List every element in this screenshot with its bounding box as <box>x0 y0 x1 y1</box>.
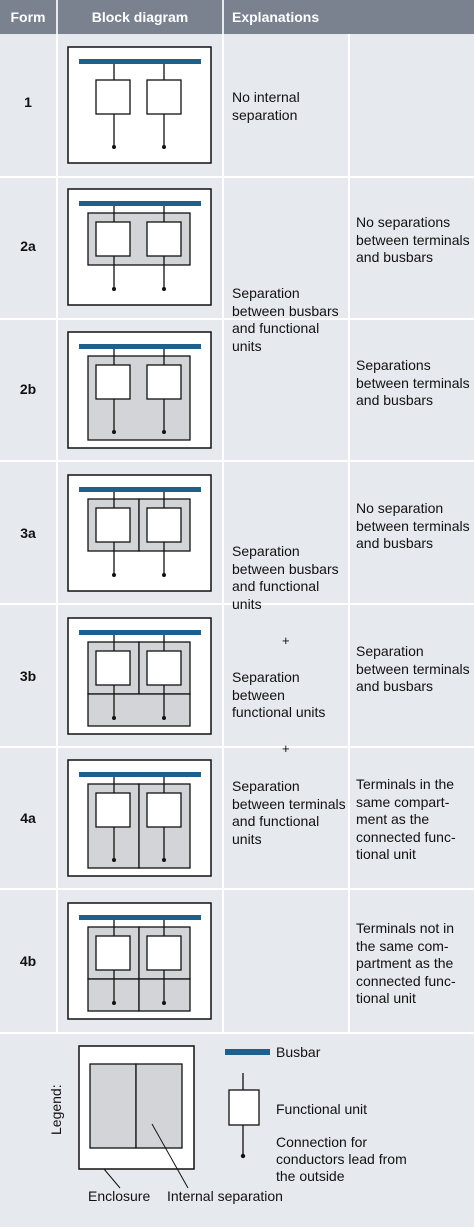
diagram-form-1 <box>67 46 212 164</box>
legend-enclosure-label: Enclosure <box>88 1188 151 1204</box>
legend-functional-unit-label: Functional unit <box>276 1101 368 1117</box>
row-divider <box>0 318 474 320</box>
row-divider <box>0 888 474 890</box>
explanation-terminals-functional-units: Separation between terminals and functio… <box>232 778 346 847</box>
form-label-4a: 4a <box>20 810 36 826</box>
explanation-form-4b: Terminals not in the same com- partment … <box>356 920 456 1006</box>
row-divider <box>0 746 474 748</box>
form-label-4b: 4b <box>19 953 37 969</box>
header-block-diagram: Block diagram <box>58 0 222 34</box>
form-label-2a: 2a <box>20 238 36 254</box>
grid-line <box>348 34 350 1034</box>
legend-enclosure-diagram <box>78 1045 195 1189</box>
diagram-form-4b <box>67 902 212 1020</box>
form-label-1: 1 <box>24 94 32 110</box>
form-label-3b: 3b <box>19 668 37 684</box>
header-explanations: Explanations <box>224 0 474 34</box>
explanation-functional-units: Separation between functional units <box>232 669 326 720</box>
explanation-form-1: No internal separation <box>232 89 300 123</box>
row-divider <box>0 603 474 605</box>
diagram-form-3a <box>67 474 212 592</box>
legend-busbar-symbol <box>225 1049 270 1055</box>
explanation-form-4a: Terminals in the same compart- ment as t… <box>356 776 456 862</box>
grid-line <box>222 34 224 1034</box>
row-divider <box>0 1032 474 1034</box>
explanation-form-2a: No separations between terminals and bus… <box>356 214 470 265</box>
diagram-form-2b <box>67 331 212 449</box>
legend-internal-separation-label: Internal separation <box>167 1188 283 1204</box>
diagram-form-4a <box>67 759 212 877</box>
explanation-busbars-functional-units-3: Separation between busbars and functiona… <box>232 543 339 612</box>
form-label-2b: 2b <box>19 381 37 397</box>
plus-sign: + <box>282 633 290 648</box>
legend-busbar-label: Busbar <box>276 1044 321 1060</box>
form-label-3a: 3a <box>20 525 36 541</box>
header-form: Form <box>0 0 56 34</box>
row-divider <box>0 176 474 178</box>
grid-line <box>56 34 58 1034</box>
diagram-form-2a <box>67 188 212 306</box>
explanation-form-3a: No separation between terminals and busb… <box>356 500 470 551</box>
explanation-busbars-functional-units: Separation between busbars and functiona… <box>232 285 339 354</box>
legend-title: Legend: <box>48 1084 64 1135</box>
legend-functional-unit-symbol <box>228 1073 260 1159</box>
explanation-form-2b: Separations between terminals and busbar… <box>356 357 470 408</box>
explanation-form-3b: Separation between terminals and busbars <box>356 643 470 694</box>
legend-connection-label: Connection for conductors lead from the … <box>276 1134 407 1184</box>
plus-sign: + <box>282 741 290 756</box>
row-divider <box>0 460 474 462</box>
diagram-form-3b <box>67 617 212 735</box>
